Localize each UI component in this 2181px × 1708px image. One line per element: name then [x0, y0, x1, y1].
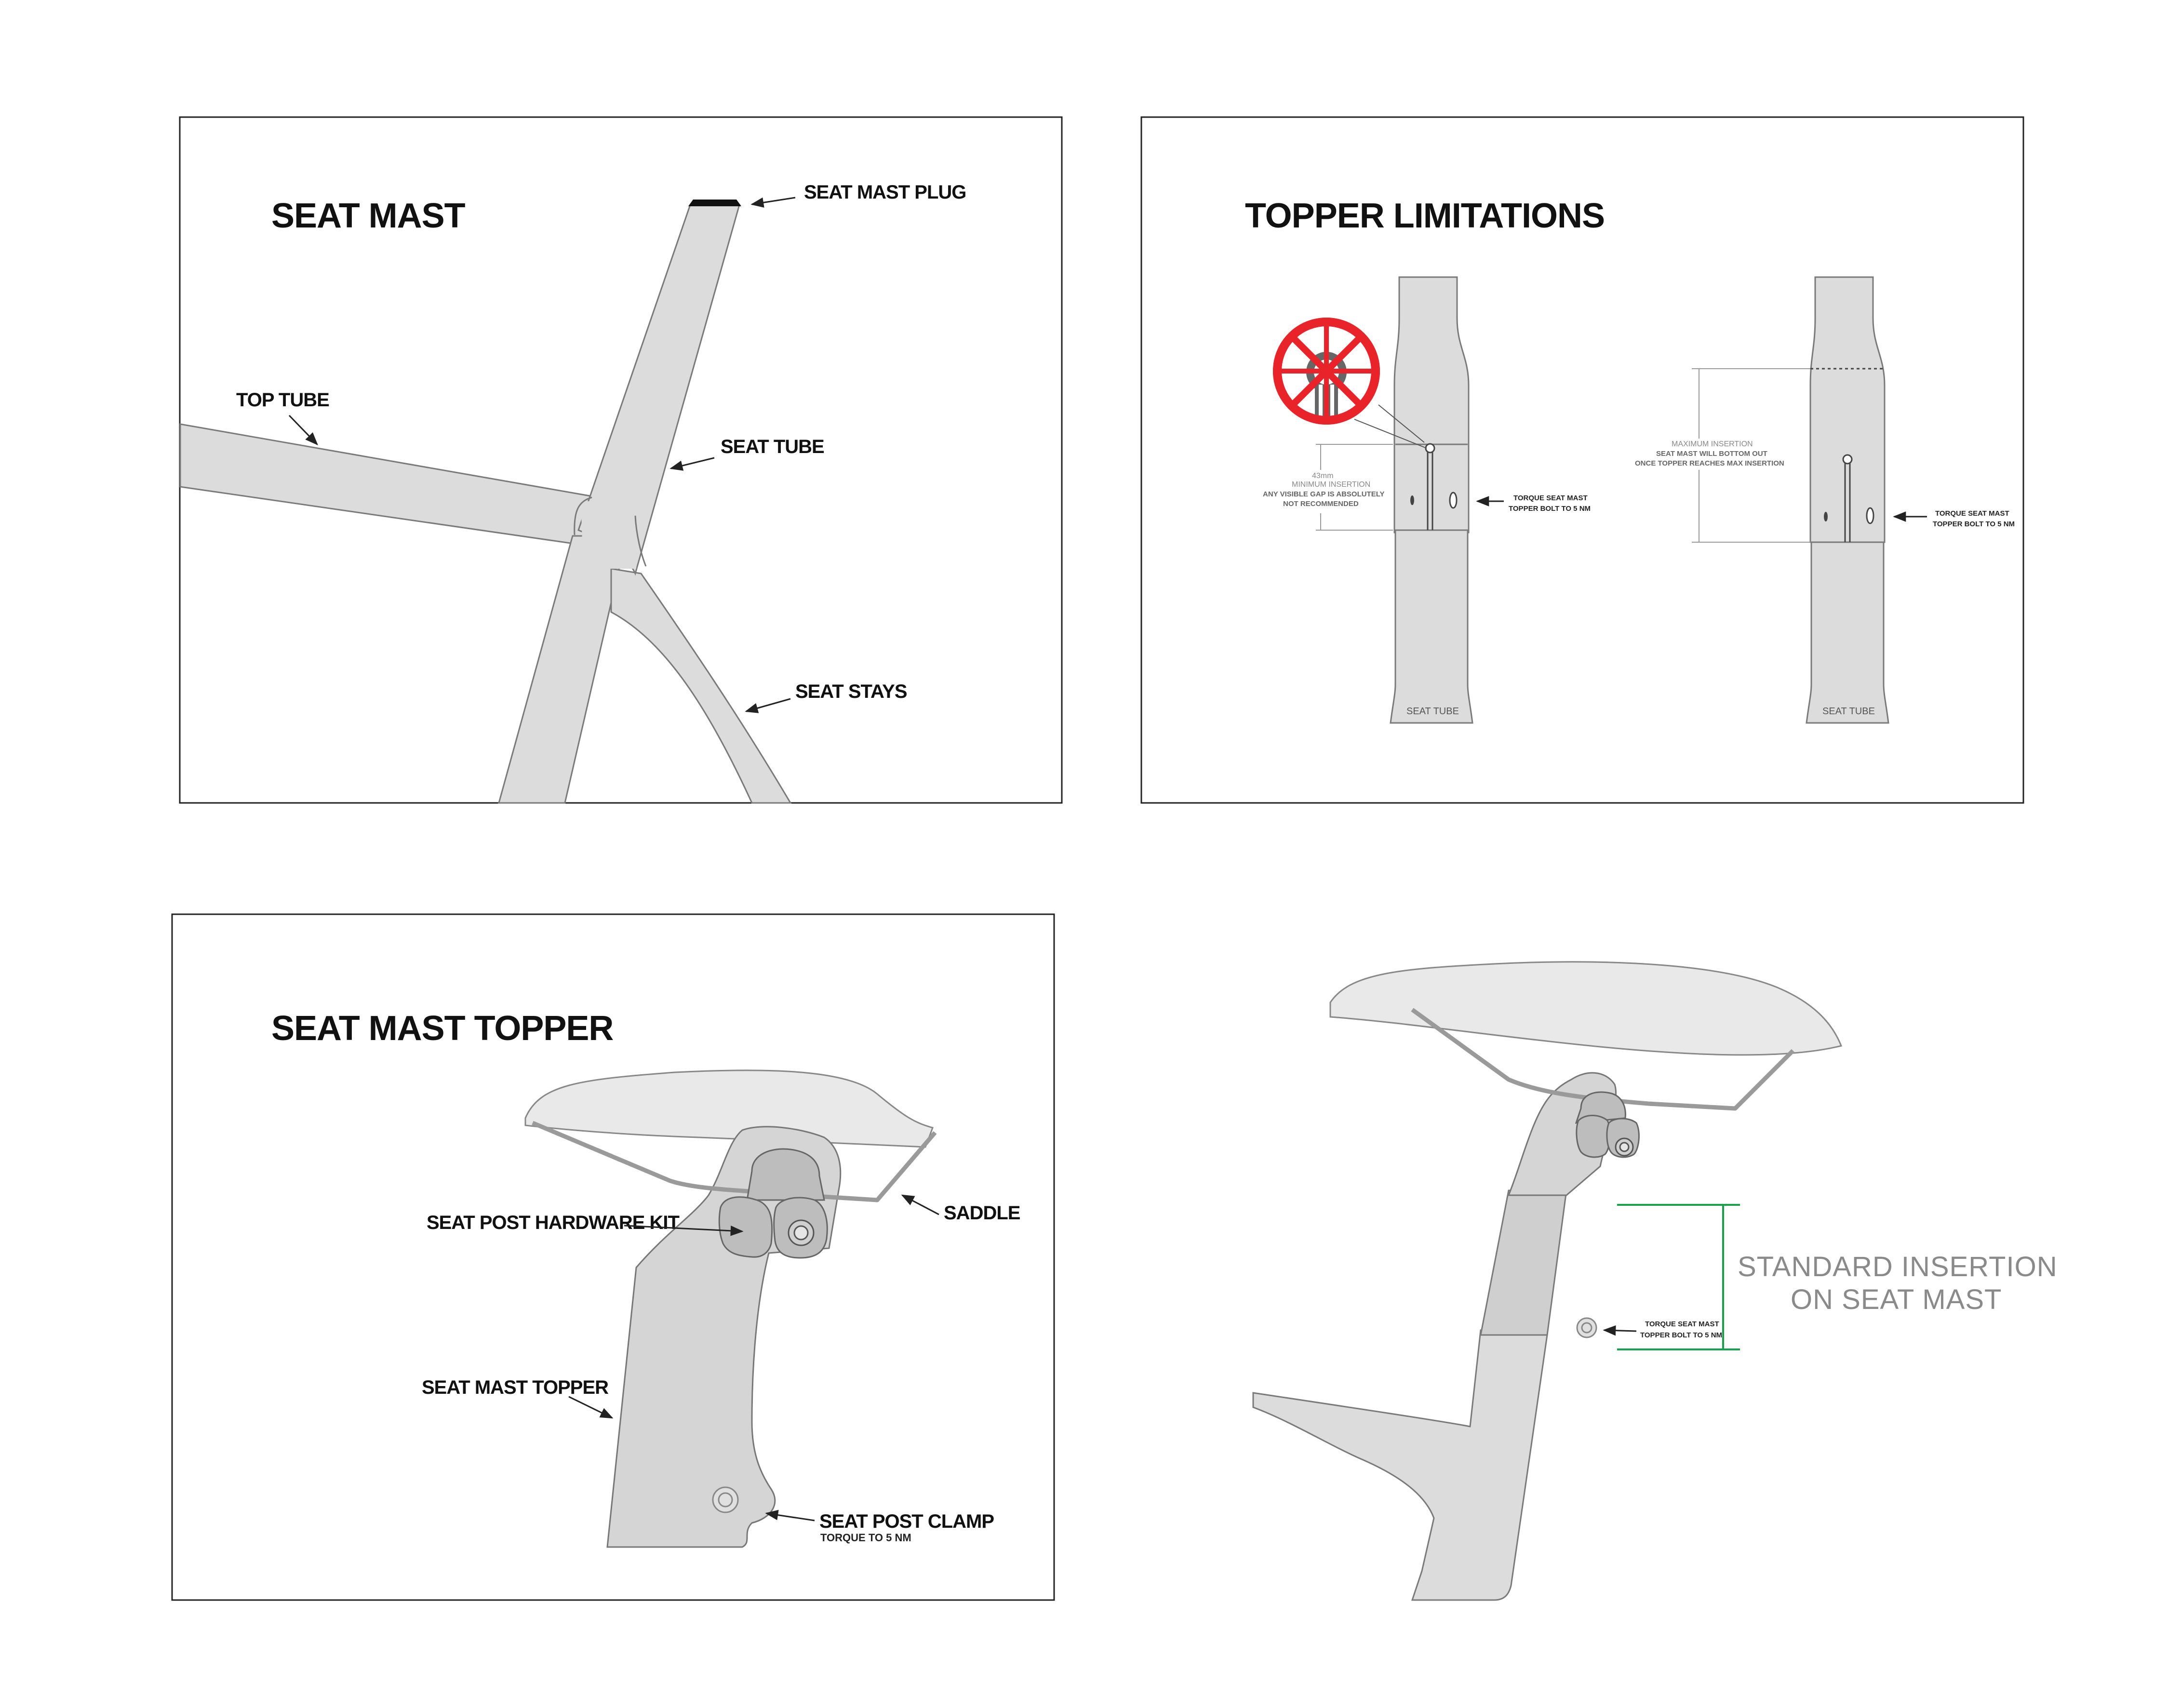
topper-leader: [568, 1396, 614, 1419]
right-torque-line-2: TOPPER BOLT TO 5 NM: [1933, 520, 2015, 528]
saddle-shell: [524, 1069, 934, 1148]
clamp-label: SEAT POST CLAMP: [819, 1511, 994, 1532]
seat-mast-plug-shape: [688, 200, 741, 206]
left-torque-line-1: TORQUE SEAT MAST: [1513, 494, 1588, 502]
max-insertion-assembly: SEAT TUBE: [1806, 276, 1889, 724]
standard-insertion-line-1: STANDARD INSERTION: [1738, 1251, 2058, 1282]
max-insertion-note-line-2: ONCE TOPPER REACHES MAX INSERTION: [1635, 459, 1784, 467]
frame-drawing: [179, 200, 792, 804]
insertion-torque-leader: [1603, 1325, 1637, 1336]
min-insertion-caption: MINIMUM INSERTION: [1292, 480, 1370, 489]
left-seat-tube-shape: [1390, 529, 1473, 724]
max-insertion-dimension: [1692, 368, 1810, 543]
seat-mast-plug-label: SEAT MAST PLUG: [804, 182, 966, 203]
assembled-saddle-shell: [1329, 961, 1843, 1056]
hardware-cradle-top: [746, 1148, 825, 1201]
right-seat-tube-shape: [1806, 541, 1889, 724]
standard-insertion-panel: TORQUE SEAT MAST TOPPER BOLT TO 5 NM STA…: [1252, 961, 2058, 1601]
saddle-leader: [901, 1194, 939, 1215]
left-torque-line-2: TOPPER BOLT TO 5 NM: [1509, 505, 1591, 513]
seat-mast-topper-title: SEAT MAST TOPPER: [271, 1009, 613, 1048]
insertion-torque-line-2: TOPPER BOLT TO 5 NM: [1640, 1331, 1722, 1339]
frame-top-tube-shape: [1252, 1329, 1548, 1601]
gap-warning-line-1: ANY VISIBLE GAP IS ABSOLUTELY: [1263, 490, 1385, 498]
top-tube-leader: [288, 414, 318, 445]
seat-mast-title: SEAT MAST: [271, 197, 466, 235]
standard-insertion-bracket: [1617, 1204, 1740, 1350]
gap-warning-line-2: NOT RECOMMENDED: [1283, 500, 1359, 508]
assembled-saddle-rail: [1411, 1008, 1795, 1111]
hardware-clamp-left: [718, 1196, 773, 1258]
hardware-kit-label: SEAT POST HARDWARE KIT: [427, 1212, 680, 1233]
insertion-torque-line-1: TORQUE SEAT MAST: [1645, 1320, 1719, 1328]
left-seat-tube-label: SEAT TUBE: [1406, 706, 1459, 717]
top-tube-label: TOP TUBE: [236, 389, 329, 411]
hardware-kit-leader: [624, 1225, 744, 1236]
right-topper-shape: [1809, 276, 1886, 543]
standard-insertion-line-2: ON SEAT MAST: [1791, 1284, 2002, 1315]
seat-stays-leader: [745, 698, 791, 713]
right-torque-line-1: TORQUE SEAT MAST: [1935, 509, 2009, 518]
assembled-hardware-left: [1576, 1115, 1611, 1158]
seat-mast-plug-leader: [750, 197, 796, 208]
min-insertion-dimension: [1316, 444, 1393, 531]
seat-tube-label: SEAT TUBE: [721, 436, 824, 457]
no-gap-warning-icon: [1273, 318, 1427, 449]
left-topper-shape: [1393, 276, 1470, 534]
min-insertion-assembly: SEAT TUBE: [1390, 276, 1473, 724]
topper-drawing: [524, 1069, 937, 1548]
topper-limitations-panel: TOPPER LIMITATIONS SEAT TUBE: [1140, 116, 2024, 804]
topper-label: SEAT MAST TOPPER: [422, 1377, 609, 1398]
clamp-leader: [765, 1509, 815, 1521]
lower-seat-mast-shape: [1480, 1189, 1567, 1336]
tube-junction: [581, 501, 641, 569]
seat-stays-shape: [610, 568, 792, 804]
min-insertion-value: 43mm: [1312, 472, 1333, 480]
max-insertion-caption: MAXIMUM INSERTION: [1672, 440, 1753, 448]
seat-mast-topper-panel: SEAT MAST TOPPER SEAT POST HARDWARE KIT …: [171, 913, 1055, 1601]
max-insertion-note-line-1: SEAT MAST WILL BOTTOM OUT: [1656, 450, 1767, 458]
assembled-drawing: [1252, 961, 1843, 1601]
seat-stays-label: SEAT STAYS: [795, 681, 907, 702]
clamp-torque-note: TORQUE TO 5 NM: [820, 1532, 911, 1544]
seat-mast-panel: SEAT MAST SEAT MAST PLUG TOP TUBE SEAT T…: [179, 116, 1063, 804]
right-seat-tube-label: SEAT TUBE: [1822, 706, 1875, 717]
seat-tube-leader: [669, 457, 715, 471]
topper-limitations-title: TOPPER LIMITATIONS: [1245, 197, 1605, 235]
saddle-label: SADDLE: [944, 1202, 1020, 1224]
